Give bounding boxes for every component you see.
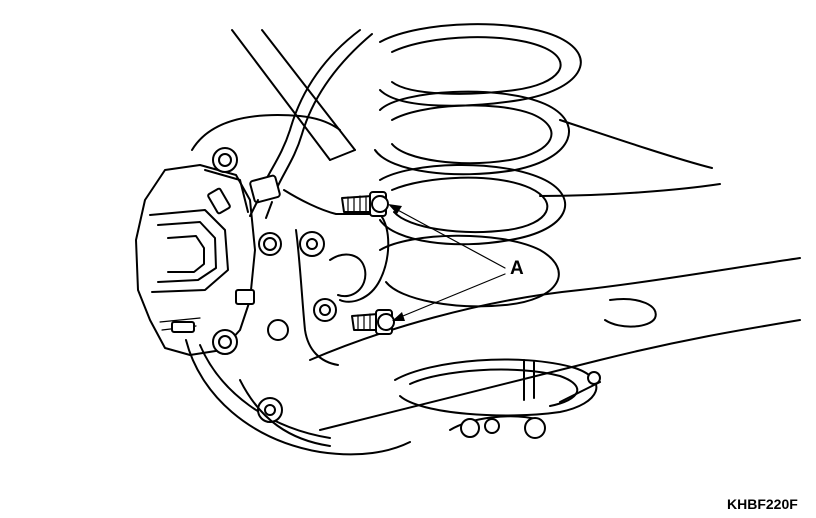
upper-mounting-bolt (341, 191, 389, 217)
coil-spring (374, 23, 582, 308)
brake-disc (185, 114, 411, 456)
lower-mounting-bolt (351, 309, 395, 335)
steering-knuckle (239, 189, 390, 447)
brake-caliper (135, 147, 282, 356)
brake-hose (249, 29, 373, 219)
callout-label-a: A (510, 258, 524, 279)
figure-code: KHBF220F (727, 496, 798, 512)
callout-leader-lines (388, 204, 506, 321)
caliper-mounting-bolts (341, 191, 395, 335)
lower-control-arm (309, 119, 801, 431)
stabilizer-link (449, 359, 601, 439)
